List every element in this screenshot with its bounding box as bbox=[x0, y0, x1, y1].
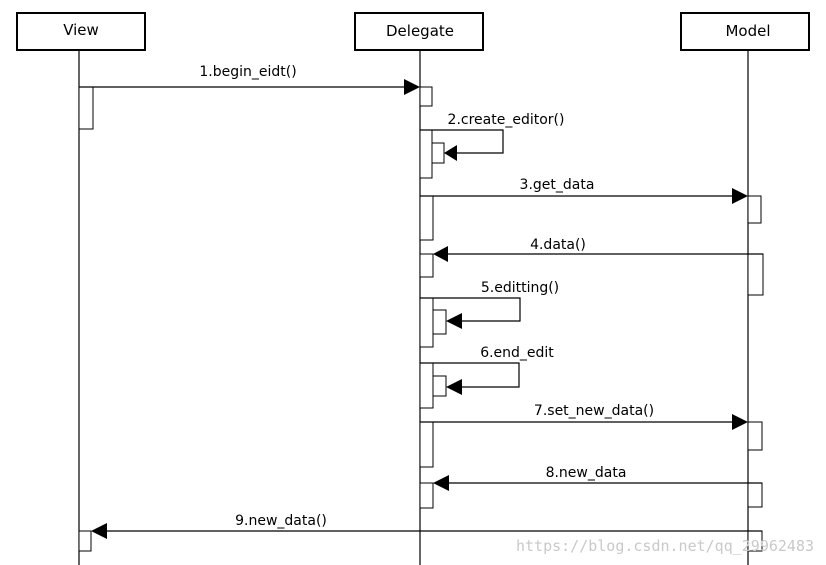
message-7: 7.set_new_data() bbox=[420, 403, 748, 430]
activation-model-1 bbox=[747, 195, 762, 224]
arrowhead bbox=[446, 313, 462, 329]
activation-delegate-8 bbox=[419, 482, 434, 509]
activation-model-2 bbox=[747, 253, 764, 296]
activation-boxes bbox=[78, 86, 764, 552]
arrowhead bbox=[404, 79, 420, 95]
message-9-label: 9.new_data() bbox=[235, 513, 327, 529]
activation-delegate-3 bbox=[419, 195, 434, 241]
participant-view-label: View bbox=[63, 21, 99, 39]
arrowhead bbox=[433, 246, 448, 262]
participant-view: View bbox=[16, 12, 146, 51]
message-9: 9.new_data() bbox=[91, 513, 762, 539]
activation-delegate-7 bbox=[419, 421, 434, 468]
message-3: 3.get_data bbox=[420, 177, 748, 204]
arrowhead bbox=[444, 145, 457, 161]
activation-delegate-4 bbox=[419, 253, 434, 278]
activation-delegate-1 bbox=[419, 86, 433, 107]
message-5: 5.editting() bbox=[420, 280, 559, 329]
arrowhead bbox=[91, 523, 107, 539]
message-6-label: 6.end_edit bbox=[480, 345, 554, 361]
activation-delegate-6 bbox=[419, 362, 434, 409]
arrowhead bbox=[446, 379, 462, 395]
activation-model-3 bbox=[747, 421, 763, 451]
message-4-label: 4.data() bbox=[530, 237, 586, 253]
activation-delegate-2 bbox=[419, 129, 433, 179]
activation-model-4 bbox=[747, 482, 763, 508]
activation-delegate-2-nested bbox=[431, 142, 445, 164]
message-8-label: 8.new_data bbox=[546, 465, 627, 481]
participant-delegate: Delegate bbox=[354, 12, 484, 51]
arrowhead bbox=[732, 414, 748, 430]
activation-view-1 bbox=[78, 86, 94, 130]
watermark: https://blog.csdn.net/qq_29962483 bbox=[516, 537, 814, 555]
activation-delegate-6-nested bbox=[432, 375, 447, 397]
arrowhead bbox=[433, 475, 449, 491]
participant-delegate-label: Delegate bbox=[386, 22, 454, 40]
message-4: 4.data() bbox=[433, 237, 763, 262]
message-1: 1.begin_eidt() bbox=[79, 64, 420, 95]
message-2-label: 2.create_editor() bbox=[448, 112, 565, 128]
message-7-label: 7.set_new_data() bbox=[534, 403, 654, 419]
message-1-label: 1.begin_eidt() bbox=[199, 64, 296, 80]
activation-delegate-5 bbox=[419, 297, 434, 348]
message-8: 8.new_data bbox=[433, 465, 762, 491]
participant-model-label: Model bbox=[725, 22, 770, 40]
message-6: 6.end_edit bbox=[420, 345, 554, 395]
activation-delegate-5-nested bbox=[432, 309, 447, 335]
arrowhead bbox=[732, 188, 748, 204]
message-5-label: 5.editting() bbox=[481, 280, 559, 296]
message-2: 2.create_editor() bbox=[420, 112, 564, 161]
participant-model: Model bbox=[680, 12, 810, 51]
activation-view-2 bbox=[78, 530, 92, 552]
message-3-label: 3.get_data bbox=[520, 177, 595, 193]
